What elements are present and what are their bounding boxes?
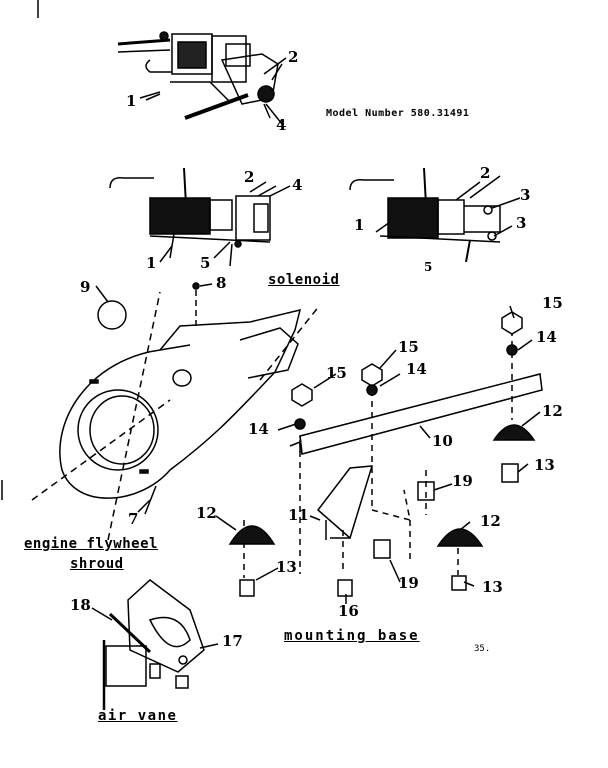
solenoid-left-view xyxy=(109,167,277,267)
flywheel-shroud-drawing xyxy=(31,282,321,541)
callout-1-sol-left: 1 xyxy=(146,254,157,272)
caption-mounting-base: mounting base xyxy=(284,628,420,644)
callout-15b: 15 xyxy=(398,338,419,356)
caption-shroud: shroud xyxy=(70,556,124,572)
callout-4-sol-left: 4 xyxy=(292,176,303,194)
callout-3a-sol-right: 3 xyxy=(520,186,531,204)
callout-leaders xyxy=(91,57,541,649)
callout-3b-sol-right: 3 xyxy=(516,214,527,232)
callout-10: 10 xyxy=(432,432,453,450)
air-vane-drawing xyxy=(102,579,205,710)
callout-8: 8 xyxy=(216,274,227,292)
callout-15a: 15 xyxy=(542,294,563,312)
callout-14b: 14 xyxy=(406,360,427,378)
callout-5-sol-right: 5 xyxy=(424,260,433,274)
callout-18: 18 xyxy=(70,596,91,614)
callout-2-sol-right: 2 xyxy=(480,164,491,182)
top-solenoid-assembly xyxy=(117,31,283,120)
callout-14a: 14 xyxy=(536,328,557,346)
callout-12a: 12 xyxy=(542,402,563,420)
callout-13c: 13 xyxy=(482,578,503,596)
callout-12b: 12 xyxy=(196,504,217,522)
model-number: Model Number 580.31491 xyxy=(326,108,470,119)
caption-engine-flywheel: engine flywheel xyxy=(24,536,158,552)
callout-19b: 19 xyxy=(398,574,419,592)
mounting-base-drawing xyxy=(243,330,543,578)
callout-17: 17 xyxy=(222,632,243,650)
callout-15c: 15 xyxy=(326,364,347,382)
caption-air-vane: air vane xyxy=(98,708,178,724)
callout-7: 7 xyxy=(128,510,139,528)
hardware-pieces xyxy=(228,311,536,597)
page-number: 35. xyxy=(474,644,491,654)
callout-12c: 12 xyxy=(480,512,501,530)
callout-2-top: 2 xyxy=(288,48,299,66)
callout-19a: 19 xyxy=(452,472,473,490)
callout-9: 9 xyxy=(80,278,91,296)
callout-13a: 13 xyxy=(534,456,555,474)
callout-16: 16 xyxy=(338,602,359,620)
callout-2-sol-left: 2 xyxy=(244,168,255,186)
callout-4-top: 4 xyxy=(276,116,287,134)
callout-1-sol-right: 1 xyxy=(354,216,365,234)
callout-13b: 13 xyxy=(276,558,297,576)
callout-1-top: 1 xyxy=(126,92,137,110)
callout-14c: 14 xyxy=(248,420,269,438)
solenoid-right-view xyxy=(349,167,501,263)
callout-5-sol-left: 5 xyxy=(200,254,211,272)
caption-solenoid: solenoid xyxy=(268,272,340,288)
callout-11: 11 xyxy=(288,506,309,524)
